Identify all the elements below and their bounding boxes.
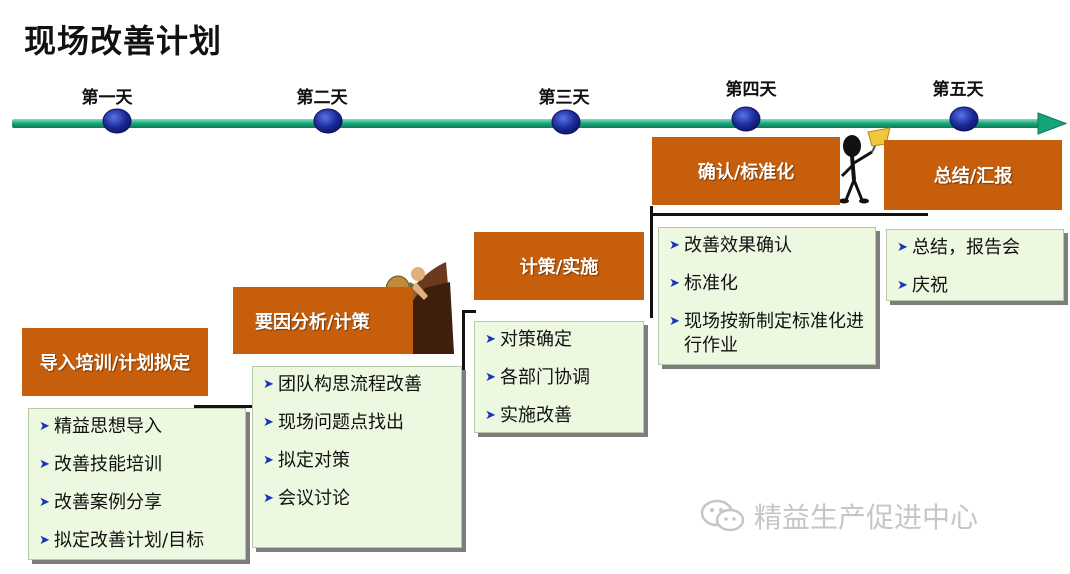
timeline-bar	[12, 119, 1042, 128]
arrow-right-icon: ➤	[263, 491, 274, 506]
arrow-right-icon: ➤	[669, 276, 680, 291]
arrow-right-icon: ➤	[485, 332, 496, 347]
day-node-1	[102, 108, 132, 134]
list-item: ➤各部门协调	[485, 367, 590, 388]
day-label-1: 第一天	[81, 88, 133, 108]
list-item: ➤改善案例分享	[39, 492, 162, 513]
day-label-2: 第二天	[296, 88, 348, 108]
day-label-4: 第四天	[725, 80, 777, 100]
list-item: ➤现场问题点找出	[263, 412, 404, 433]
list-item: ➤现场按新制定标准化进行作业	[669, 311, 864, 356]
step-line	[462, 310, 476, 313]
phase-detail-box-5: ➤总结，报告会 ➤庆祝	[886, 229, 1064, 301]
list-item: ➤实施改善	[485, 405, 572, 426]
arrow-right-icon: ➤	[485, 370, 496, 385]
list-item: ➤庆祝	[897, 275, 948, 296]
phase-header-3: 计策/实施	[474, 232, 644, 300]
stick-figure-lamp-icon	[839, 127, 891, 204]
watermark: 精益生产促进中心	[700, 496, 978, 536]
day-node-3	[551, 109, 581, 135]
day-label-3: 第三天	[538, 88, 590, 108]
list-item: ➤改善效果确认	[669, 235, 792, 256]
day-label-5: 第五天	[932, 80, 984, 100]
phase-header-4: 确认/标准化	[652, 137, 840, 205]
arrow-right-icon: ➤	[39, 533, 50, 548]
list-item: ➤标准化	[669, 273, 738, 294]
list-item: ➤团队构思流程改善	[263, 374, 422, 395]
day-node-2	[313, 108, 343, 134]
list-item: ➤对策确定	[485, 329, 572, 350]
list-item: ➤拟定对策	[263, 450, 350, 471]
step-line	[650, 206, 653, 318]
list-item: ➤精益思想导入	[39, 416, 162, 437]
phase-detail-box-2: ➤团队构思流程改善 ➤现场问题点找出 ➤拟定对策 ➤会议讨论	[252, 366, 462, 548]
arrow-right-icon: ➤	[669, 238, 680, 253]
list-item: ➤总结，报告会	[897, 237, 1020, 258]
arrow-right-icon: ➤	[39, 495, 50, 510]
day-node-4	[731, 106, 761, 132]
list-item: ➤会议讨论	[263, 488, 350, 509]
arrow-right-icon: ➤	[263, 415, 274, 430]
arrow-right-icon: ➤	[669, 314, 680, 329]
arrow-right-icon: ➤	[39, 419, 50, 434]
watermark-text: 精益生产促进中心	[754, 501, 979, 534]
arrow-right-icon: ➤	[897, 240, 908, 255]
arrow-right-icon: ➤	[897, 278, 908, 293]
phase-detail-box-3: ➤对策确定 ➤各部门协调 ➤实施改善	[474, 321, 644, 433]
phase-header-5: 总结/汇报	[884, 140, 1062, 210]
arrow-right-icon: ➤	[263, 453, 274, 468]
step-line	[462, 310, 465, 406]
arrow-right-icon: ➤	[39, 457, 50, 472]
page-title: 现场改善计划	[24, 22, 223, 60]
phase-header-1: 导入培训/计划拟定	[22, 328, 208, 396]
day-node-5	[949, 106, 979, 132]
arrow-right-icon: ➤	[263, 377, 274, 392]
step-line	[650, 213, 928, 216]
arrow-right-icon: ➤	[485, 408, 496, 423]
phase-detail-box-4: ➤改善效果确认 ➤标准化 ➤现场按新制定标准化进行作业	[658, 227, 876, 365]
list-item: ➤改善技能培训	[39, 454, 162, 475]
step-line	[194, 405, 252, 408]
phase-header-2: 要因分析/计策	[233, 287, 413, 354]
list-item: ➤拟定改善计划/目标	[39, 530, 205, 551]
timeline-arrowhead	[1037, 112, 1068, 135]
wechat-icon	[700, 499, 745, 532]
phase-detail-box-1: ➤精益思想导入 ➤改善技能培训 ➤改善案例分享 ➤拟定改善计划/目标	[28, 408, 246, 560]
